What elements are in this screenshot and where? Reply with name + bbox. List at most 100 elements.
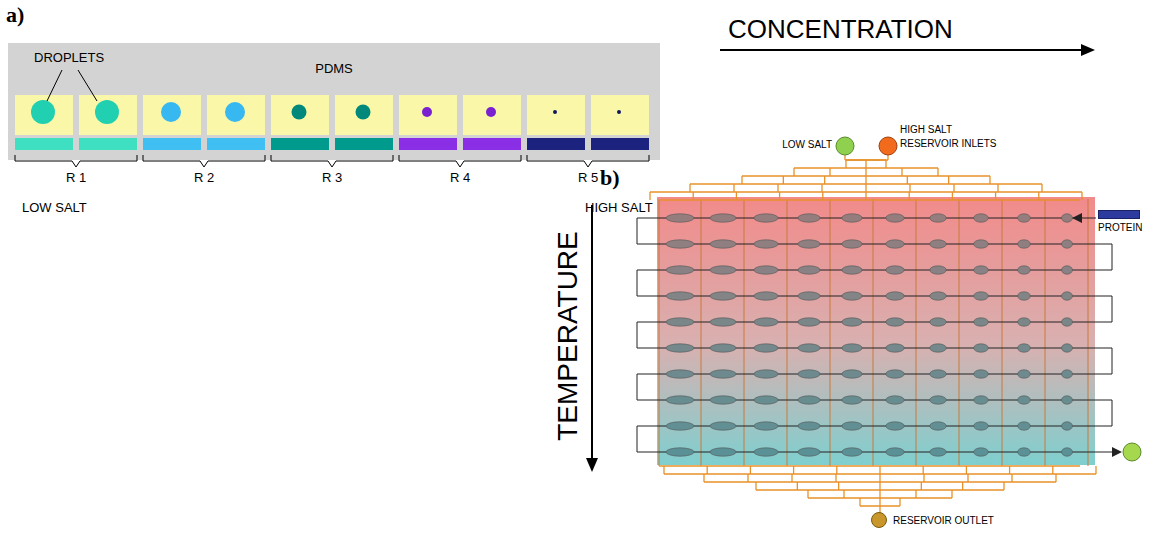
protein-bar [1098, 210, 1140, 219]
droplet-chamber [1062, 344, 1073, 352]
droplet-chamber [886, 318, 905, 326]
droplet-chamber [930, 344, 947, 352]
droplet-chamber [710, 396, 736, 404]
chamber [15, 95, 73, 135]
droplet-chamber [1062, 448, 1073, 456]
low-salt-inlet [836, 137, 854, 155]
droplet-chamber [974, 370, 989, 378]
tree-channel [777, 184, 778, 192]
panel-letter: b) [600, 165, 620, 191]
group-label: R 2 [194, 170, 214, 185]
group-label: R 1 [66, 170, 86, 185]
droplet-chamber [974, 292, 989, 300]
chamber [79, 95, 137, 135]
droplet-chamber [666, 318, 694, 326]
droplet-chamber [1018, 344, 1031, 352]
label-holder: LOW SALT [22, 200, 87, 215]
tree-channel [783, 176, 784, 184]
pdms-block-label: PDMS [8, 43, 660, 93]
chamber [271, 95, 329, 135]
droplet-chamber [886, 448, 905, 456]
salt-reservoir [591, 138, 649, 150]
tree-channel [1052, 466, 1053, 474]
label-holder: LOW SALT [782, 139, 832, 150]
tree-channel [736, 192, 737, 200]
tree-channel [923, 466, 924, 474]
inlet-label: HIGH SALT [900, 124, 952, 135]
droplet-chamber [842, 318, 862, 326]
leader-line [47, 70, 62, 101]
tree-channel [1081, 192, 1082, 200]
tree-channel [966, 466, 967, 474]
droplet [422, 107, 432, 117]
tree-channel [807, 490, 808, 498]
tree-channel [948, 176, 949, 184]
arrowhead [1112, 447, 1122, 457]
droplet-chamber [798, 422, 820, 430]
tree-channel [885, 160, 886, 168]
tree-channel [791, 474, 792, 482]
salt-label: HIGH SALT [585, 200, 653, 215]
tree-channel [835, 474, 836, 482]
droplet-chamber [666, 370, 694, 378]
label-holder: CONCENTRATION [728, 14, 953, 45]
droplet-chamber [710, 422, 736, 430]
droplet-chamber [798, 266, 820, 274]
droplet-chamber [842, 396, 862, 404]
node-text: RESERVOIR OUTLET [893, 515, 994, 526]
label-holder: a) [6, 2, 24, 28]
tree-channel [741, 176, 742, 184]
label-holder: R 4 [450, 170, 470, 185]
label-holder: R 2 [194, 170, 214, 185]
tree-channel [921, 482, 922, 490]
droplet [95, 100, 119, 124]
tree-channel [659, 465, 1080, 466]
droplet-chamber [842, 214, 862, 222]
droplet-chamber [842, 448, 862, 456]
tree-channel [907, 176, 908, 184]
outlet-circle [1123, 443, 1141, 461]
tree-channel [1009, 466, 1010, 474]
droplet-chamber [754, 240, 778, 248]
tree-channel [1003, 482, 1004, 490]
bracket [399, 155, 521, 167]
droplet-chamber [1018, 422, 1031, 430]
label-holder: HIGH SALT [585, 200, 653, 215]
tree-channel [859, 498, 860, 506]
droplet-chamber [886, 214, 905, 222]
droplet [553, 110, 557, 114]
salt-reservoir [335, 138, 393, 150]
droplet-chamber [1018, 292, 1031, 300]
droplet-chamber [974, 448, 989, 456]
tree-channel [915, 490, 916, 498]
chamber [207, 95, 265, 135]
serpentine-channel [637, 218, 1118, 452]
label-holder: RESERVOIR INLETS [900, 138, 997, 149]
tree-channel [879, 482, 880, 490]
droplet-chamber [974, 344, 989, 352]
tree-channel [793, 168, 794, 176]
tree-channel [937, 168, 938, 176]
group-label: R 3 [322, 170, 342, 185]
droplet-chamber [798, 318, 820, 326]
droplet-chamber [886, 370, 905, 378]
droplet-chamber [1018, 448, 1031, 456]
reservoir-outlet: RESERVOIR OUTLET [871, 512, 994, 528]
droplet-chamber [798, 214, 820, 222]
label-holder: TEMPERATURE [552, 231, 584, 441]
tree-channel [899, 498, 900, 506]
group-label: R 4 [450, 170, 470, 185]
droplet-chamber [754, 318, 778, 326]
droplet-chamber [974, 214, 989, 222]
droplet-chamber [886, 344, 905, 352]
axis-label: CONCENTRATION [728, 14, 953, 45]
droplet-chamber [886, 422, 905, 430]
droplet [617, 110, 621, 114]
tree-channel [989, 176, 990, 184]
droplet-chamber [798, 240, 820, 248]
callout-label: DROPLETS [34, 50, 104, 65]
temperature-gradient [657, 197, 1095, 465]
droplet-chamber [666, 292, 694, 300]
arrowhead [1072, 213, 1082, 223]
